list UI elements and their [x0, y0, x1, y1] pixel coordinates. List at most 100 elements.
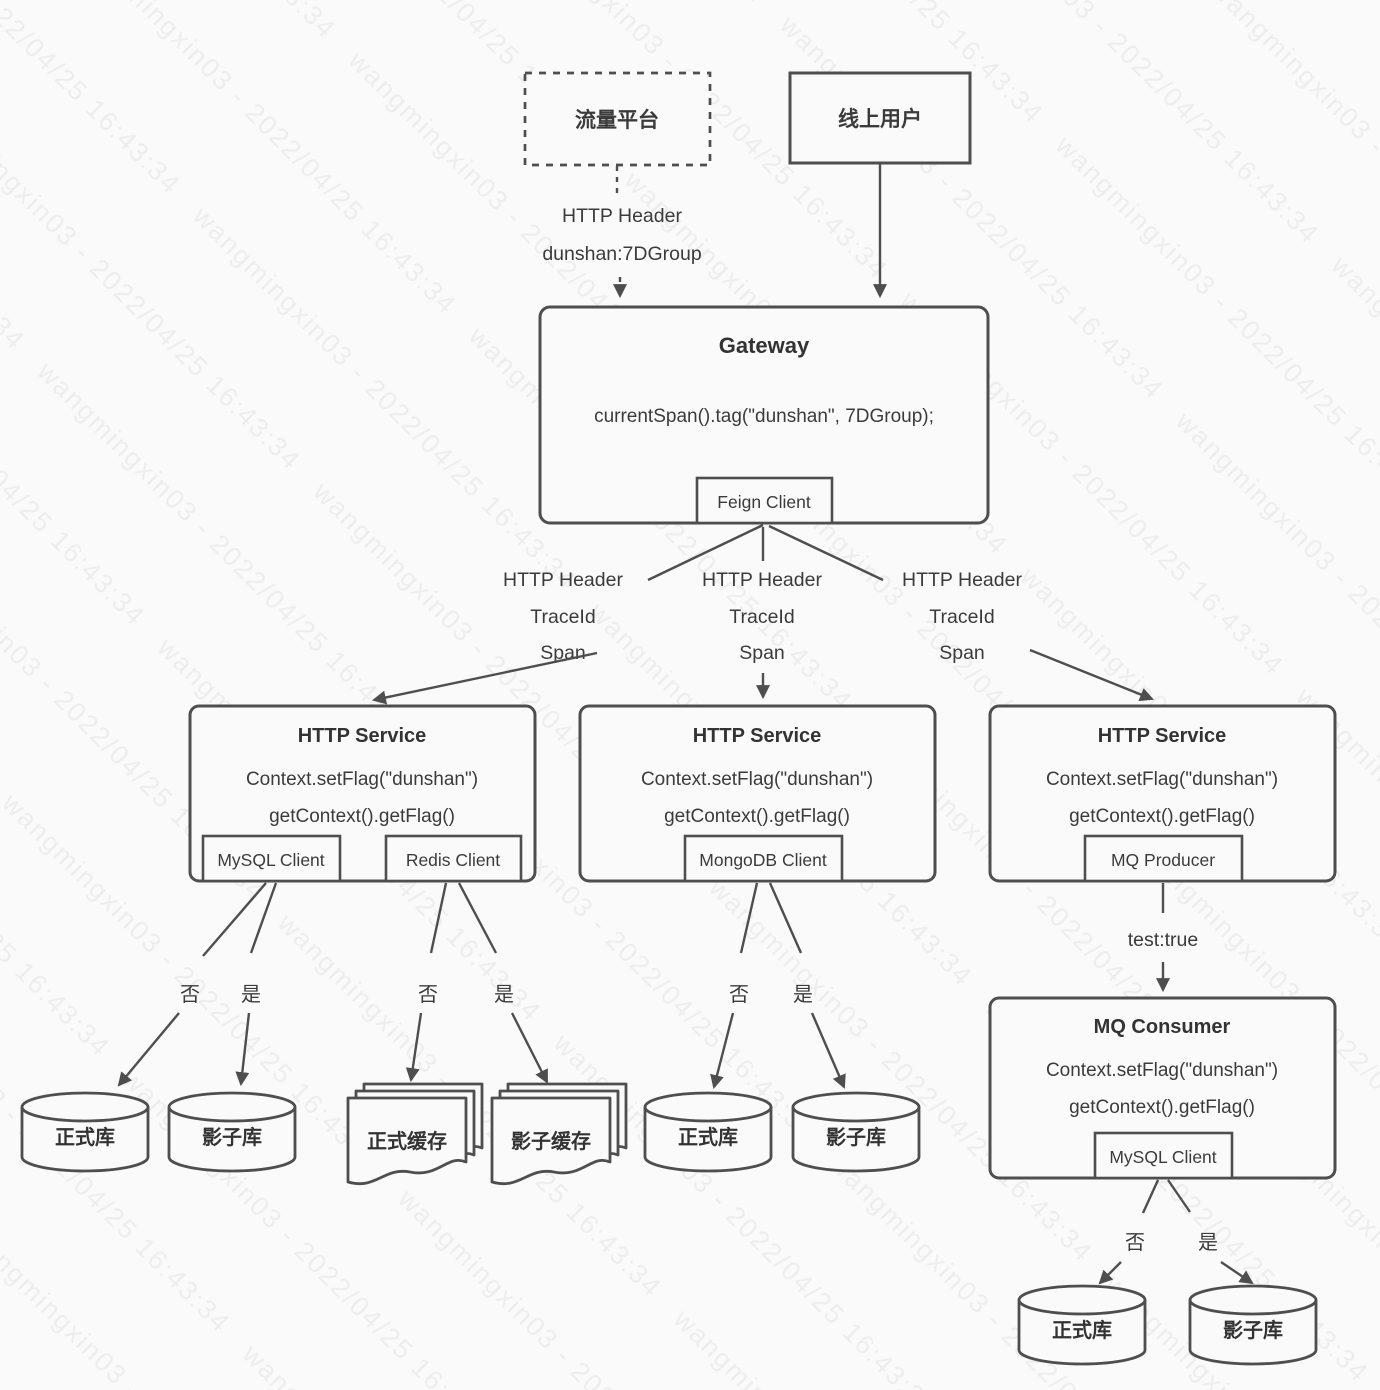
prod-cache-page-front — [346, 1096, 468, 1185]
prod-db-3-cylinder — [1017, 1284, 1147, 1366]
shadow-db-1-cylinder — [167, 1091, 297, 1173]
branch-mid-line3: Span — [739, 642, 785, 664]
edge-mysql1-no — [202, 882, 267, 957]
prod-cache-label: 正式缓存 — [367, 1129, 447, 1153]
edge-no4-to-proddb — [1098, 1261, 1122, 1285]
traffic-platform-label: 流量平台 — [575, 108, 659, 132]
redis-client-label: Redis Client — [406, 850, 500, 870]
prod-db-3-rim — [1017, 1299, 1147, 1316]
edge-mq-yes — [1167, 1179, 1191, 1213]
node-mq-consumer: MQ Consumer Context.setFlag("dunshan") g… — [988, 996, 1337, 1180]
store-prod-db-3: 正式库 — [1017, 1284, 1147, 1366]
shadow-cache-page-front — [490, 1096, 612, 1185]
gateway-title: Gateway — [719, 333, 810, 358]
service-2-code1: Context.setFlag("dunshan") — [641, 769, 873, 790]
mysql-client-1-box — [201, 834, 342, 883]
branch-right-line2: TraceId — [929, 606, 994, 628]
service-3-code1: Context.setFlag("dunshan") — [1046, 769, 1278, 790]
edge-yes3-to-shadowdb — [810, 1012, 846, 1089]
shadow-db-3-cylinder — [1188, 1284, 1318, 1366]
edge-to-service-1 — [371, 651, 598, 705]
traffic-platform-box — [523, 71, 712, 167]
decision-no-1: 否 — [180, 984, 200, 1006]
edge-to-service-3 — [1029, 648, 1154, 702]
online-user-box — [788, 71, 972, 165]
mq-consumer-code2: getContext().getFlag() — [1069, 1097, 1255, 1118]
shadow-db-1-label: 影子库 — [202, 1125, 262, 1149]
decision-no-2: 否 — [418, 984, 438, 1006]
prod-db-2-label: 正式库 — [678, 1125, 738, 1149]
traffic-edge-label-line1: HTTP Header — [562, 205, 682, 227]
store-prod-db-1: 正式库 — [20, 1091, 150, 1173]
store-prod-db-2: 正式库 — [643, 1091, 773, 1173]
edge-mq-no — [1141, 1179, 1160, 1214]
service-1-code1: Context.setFlag("dunshan") — [246, 769, 478, 790]
node-http-service-2: HTTP Service Context.setFlag("dunshan") … — [578, 704, 937, 883]
node-online-user: 线上用户 — [788, 71, 972, 165]
edge-mongo-no — [739, 882, 759, 954]
decision-yes-3: 是 — [793, 984, 813, 1006]
shadow-db-2-rim — [791, 1106, 921, 1123]
edge-mysql1-yes — [249, 882, 278, 954]
store-shadow-db-3: 影子库 — [1188, 1284, 1318, 1366]
node-traffic-platform: 流量平台 — [523, 71, 712, 167]
edge-yes4-to-shadowdb — [1220, 1261, 1254, 1285]
edge-mongo-yes — [768, 882, 803, 954]
prod-db-3-label: 正式库 — [1052, 1318, 1112, 1342]
edge-feign-left — [647, 523, 764, 582]
edge-redis-yes — [457, 882, 498, 954]
feign-client-box — [695, 476, 834, 525]
mq-edge-label: test:true — [1128, 929, 1198, 951]
traffic-edge-label-line2: dunshan:7DGroup — [542, 243, 702, 265]
edge-yes1-to-shadowdb — [235, 1012, 251, 1087]
branch-right-line1: HTTP Header — [902, 569, 1022, 591]
shadow-db-3-rim — [1188, 1299, 1318, 1316]
feign-client-label: Feign Client — [717, 492, 811, 512]
node-http-service-1: HTTP Service Context.setFlag("dunshan") … — [188, 704, 537, 883]
branch-left-line2: TraceId — [530, 606, 595, 628]
edge-no2-to-prodcache — [405, 1012, 423, 1083]
prod-db-1-rim — [20, 1106, 150, 1123]
shadow-db-1-rim — [167, 1106, 297, 1123]
branch-left-line1: HTTP Header — [503, 569, 623, 591]
edge-no3-to-proddb — [710, 1012, 735, 1090]
store-prod-cache: 正式缓存 — [346, 1082, 484, 1185]
mongodb-client-box — [683, 834, 844, 883]
prod-db-1-label: 正式库 — [55, 1125, 115, 1149]
decision-yes-1: 是 — [241, 984, 261, 1006]
service-1-code2: getContext().getFlag() — [269, 806, 455, 827]
service-2-title: HTTP Service — [693, 725, 822, 747]
edge-no1-to-proddb — [117, 1012, 180, 1087]
mongodb-client-label: MongoDB Client — [699, 850, 827, 870]
mq-producer-label: MQ Producer — [1111, 850, 1215, 870]
gateway-code: currentSpan().tag("dunshan", 7DGroup); — [594, 406, 934, 427]
prod-db-2-rim — [643, 1106, 773, 1123]
online-user-label: 线上用户 — [838, 107, 922, 131]
node-gateway: Gateway currentSpan().tag("dunshan", 7DG… — [538, 305, 990, 525]
decision-no-3: 否 — [729, 984, 749, 1006]
redis-client-box — [384, 834, 523, 883]
mysql-client-2-box — [1093, 1131, 1234, 1180]
branch-label-right: HTTP Header TraceId Span — [902, 569, 1022, 664]
prod-db-2-cylinder — [643, 1091, 773, 1173]
decision-no-4: 否 — [1125, 1232, 1145, 1254]
mq-consumer-code1: Context.setFlag("dunshan") — [1046, 1060, 1278, 1081]
decision-yes-4: 是 — [1198, 1232, 1218, 1254]
edge-redis-no — [429, 882, 448, 954]
shadow-cache-label: 影子缓存 — [511, 1129, 591, 1153]
service-2-code2: getContext().getFlag() — [664, 806, 850, 827]
edge-feign-right — [768, 524, 884, 582]
branch-label-mid: HTTP Header TraceId Span — [702, 569, 822, 664]
service-1-title: HTTP Service — [298, 725, 427, 747]
shadow-db-2-cylinder — [791, 1091, 921, 1173]
branch-right-line3: Span — [939, 642, 985, 664]
service-3-title: HTTP Service — [1098, 725, 1227, 747]
prod-db-1-cylinder — [20, 1091, 150, 1173]
mq-producer-box — [1083, 834, 1244, 883]
branch-mid-line1: HTTP Header — [702, 569, 822, 591]
store-shadow-db-2: 影子库 — [791, 1091, 921, 1173]
edge-yes2-to-shadowcache — [510, 1012, 549, 1084]
